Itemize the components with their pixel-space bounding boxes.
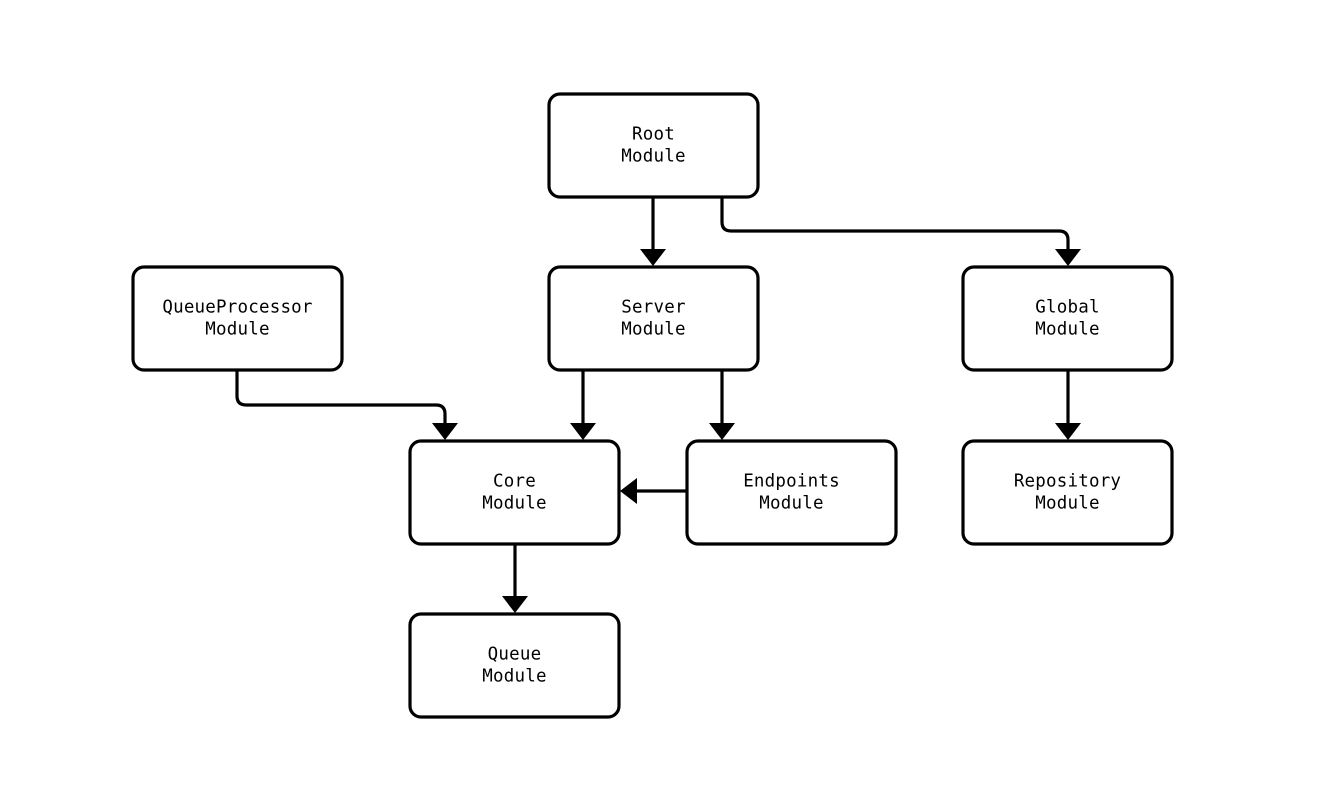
node-label-line2: Module (205, 320, 269, 340)
arrow-head-icon (709, 423, 735, 440)
node-label-line2: Module (1035, 320, 1099, 340)
edge-queueprocessor-to-core (235, 370, 458, 440)
edge-line (235, 370, 447, 425)
edge-root-to-global (720, 197, 1081, 266)
node-label-line1: Global (1035, 298, 1099, 318)
node-label-line2: Module (621, 147, 685, 167)
node-box[interactable] (408, 439, 621, 546)
node-label-line2: Module (482, 667, 546, 687)
edge-global-to-repository (1055, 370, 1081, 440)
node-box[interactable] (547, 92, 760, 199)
node-label-line1: Server (621, 298, 685, 318)
arrow-head-icon (570, 423, 596, 440)
node-box[interactable] (408, 612, 621, 719)
node-box[interactable] (961, 439, 1174, 546)
node-label-line2: Module (759, 494, 823, 514)
arrow-head-icon (620, 478, 637, 504)
node-label-line1: QueueProcessor (162, 298, 312, 318)
node-label-line1: Endpoints (743, 472, 840, 492)
edge-endpoints-to-core (620, 478, 687, 504)
node-box[interactable] (685, 439, 898, 546)
arrow-head-icon (640, 249, 666, 266)
edge-root-to-server (640, 197, 666, 266)
node-box[interactable] (961, 265, 1174, 372)
arrow-head-icon (502, 596, 528, 613)
arrow-head-icon (1055, 423, 1081, 440)
edge-server-to-endpoints (709, 370, 735, 440)
node-label-line1: Core (493, 472, 536, 492)
edge-core-to-queue (502, 544, 528, 613)
node-label-line1: Queue (488, 645, 542, 665)
arrow-head-icon (1055, 249, 1081, 266)
edge-line (720, 197, 1070, 251)
arrow-head-icon (432, 423, 458, 440)
node-label-line1: Root (632, 125, 675, 145)
node-box[interactable] (131, 265, 344, 372)
edge-server-to-core (570, 370, 596, 440)
node-label-line2: Module (1035, 494, 1099, 514)
node-box[interactable] (547, 265, 760, 372)
node-label-line1: Repository (1014, 472, 1121, 492)
node-label-line2: Module (621, 320, 685, 340)
edges-layer (235, 197, 1081, 613)
node-label-line2: Module (482, 494, 546, 514)
